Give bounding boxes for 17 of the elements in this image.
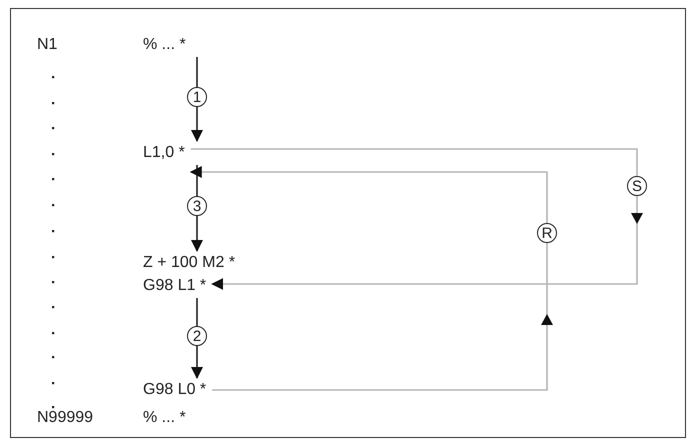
arrow <box>191 298 203 379</box>
arrow <box>190 148 643 290</box>
code-line: L1,0 * <box>143 143 185 163</box>
edge-label: 2 <box>187 326 207 346</box>
edge-label: 1 <box>187 87 207 107</box>
edge-label: 3 <box>187 196 207 216</box>
block-number: N1 <box>37 35 58 55</box>
block-number: N99999 <box>37 408 94 428</box>
edge-label: S <box>627 176 647 196</box>
code-line: G98 L1 * <box>143 276 206 296</box>
arrow <box>191 165 203 252</box>
code-line: % ... * <box>143 35 186 55</box>
edge-label: R <box>537 223 557 243</box>
code-line: % ... * <box>143 408 186 428</box>
code-line: Z + 100 M2 * <box>143 253 236 273</box>
code-line: G98 L0 * <box>143 380 206 400</box>
arrow <box>190 166 553 391</box>
